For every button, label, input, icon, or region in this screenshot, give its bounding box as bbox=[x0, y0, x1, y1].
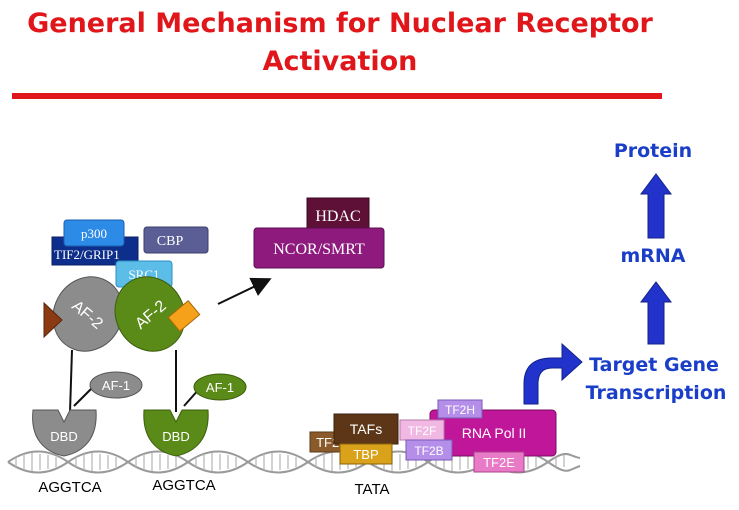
gray-af1-connector bbox=[73, 385, 95, 407]
gray-dbd bbox=[32, 409, 97, 457]
p300-box bbox=[63, 219, 125, 247]
response-element-left: AGGTCA bbox=[38, 479, 101, 496]
tf2h-label: TF2H bbox=[445, 403, 475, 417]
green-ligand-binding-domain bbox=[114, 276, 186, 352]
green-af1-label: AF-1 bbox=[206, 380, 234, 395]
ligand-shape-gray bbox=[43, 301, 63, 339]
green-dbd bbox=[143, 409, 209, 457]
ncor-smrt-label: NCOR/SMRT bbox=[273, 241, 365, 258]
green-dbd-label: DBD bbox=[162, 429, 189, 444]
transcription-start-arrow bbox=[523, 342, 583, 405]
tf2e-box bbox=[473, 451, 525, 473]
response-element-right: AGGTCA bbox=[152, 477, 215, 494]
ncor-smrt-box bbox=[253, 227, 385, 269]
tif2-grip1-label: TIF2/GRIP1 bbox=[54, 247, 120, 262]
ligand-shape-green bbox=[167, 300, 201, 332]
hdac-box bbox=[306, 197, 370, 231]
corepressor-arrow bbox=[217, 277, 272, 305]
page-title-line2: Activation bbox=[262, 46, 418, 77]
gray-af1-label: AF-1 bbox=[102, 378, 130, 393]
transcription-label: Transcription bbox=[586, 382, 727, 404]
tf2f-label: TF2F bbox=[408, 424, 437, 438]
tbp-label: TBP bbox=[353, 447, 378, 462]
protein-label: Protein bbox=[614, 140, 692, 162]
cbp-box bbox=[143, 226, 209, 254]
tf2b-label: TF2B bbox=[414, 444, 443, 458]
hdac-label: HDAC bbox=[315, 208, 360, 225]
mrna-arrow bbox=[640, 281, 672, 345]
tafs-box bbox=[333, 413, 399, 445]
protein-arrow bbox=[640, 173, 672, 239]
gray-ligand-binding-domain bbox=[52, 276, 124, 352]
gray-dbd-label: DBD bbox=[50, 429, 77, 444]
tf2b-box bbox=[405, 439, 453, 461]
tf2h-box bbox=[437, 399, 483, 419]
mrna-label: mRNA bbox=[620, 245, 685, 267]
tf2e-label: TF2E bbox=[483, 455, 515, 470]
gray-af1 bbox=[89, 371, 143, 399]
page-title: General Mechanism for Nuclear Receptor bbox=[27, 8, 653, 39]
tafs-label: TAFs bbox=[350, 421, 382, 437]
gray-hinge bbox=[69, 349, 73, 413]
tata-label: TATA bbox=[355, 481, 390, 498]
target-gene-label: Target Gene bbox=[589, 354, 719, 376]
p300-label: p300 bbox=[81, 226, 107, 241]
cbp-label: CBP bbox=[157, 234, 184, 249]
tbp-box bbox=[339, 443, 393, 465]
rna-pol-ii-label: RNA Pol II bbox=[462, 425, 527, 441]
title-divider bbox=[12, 93, 662, 99]
green-af1 bbox=[193, 373, 247, 401]
